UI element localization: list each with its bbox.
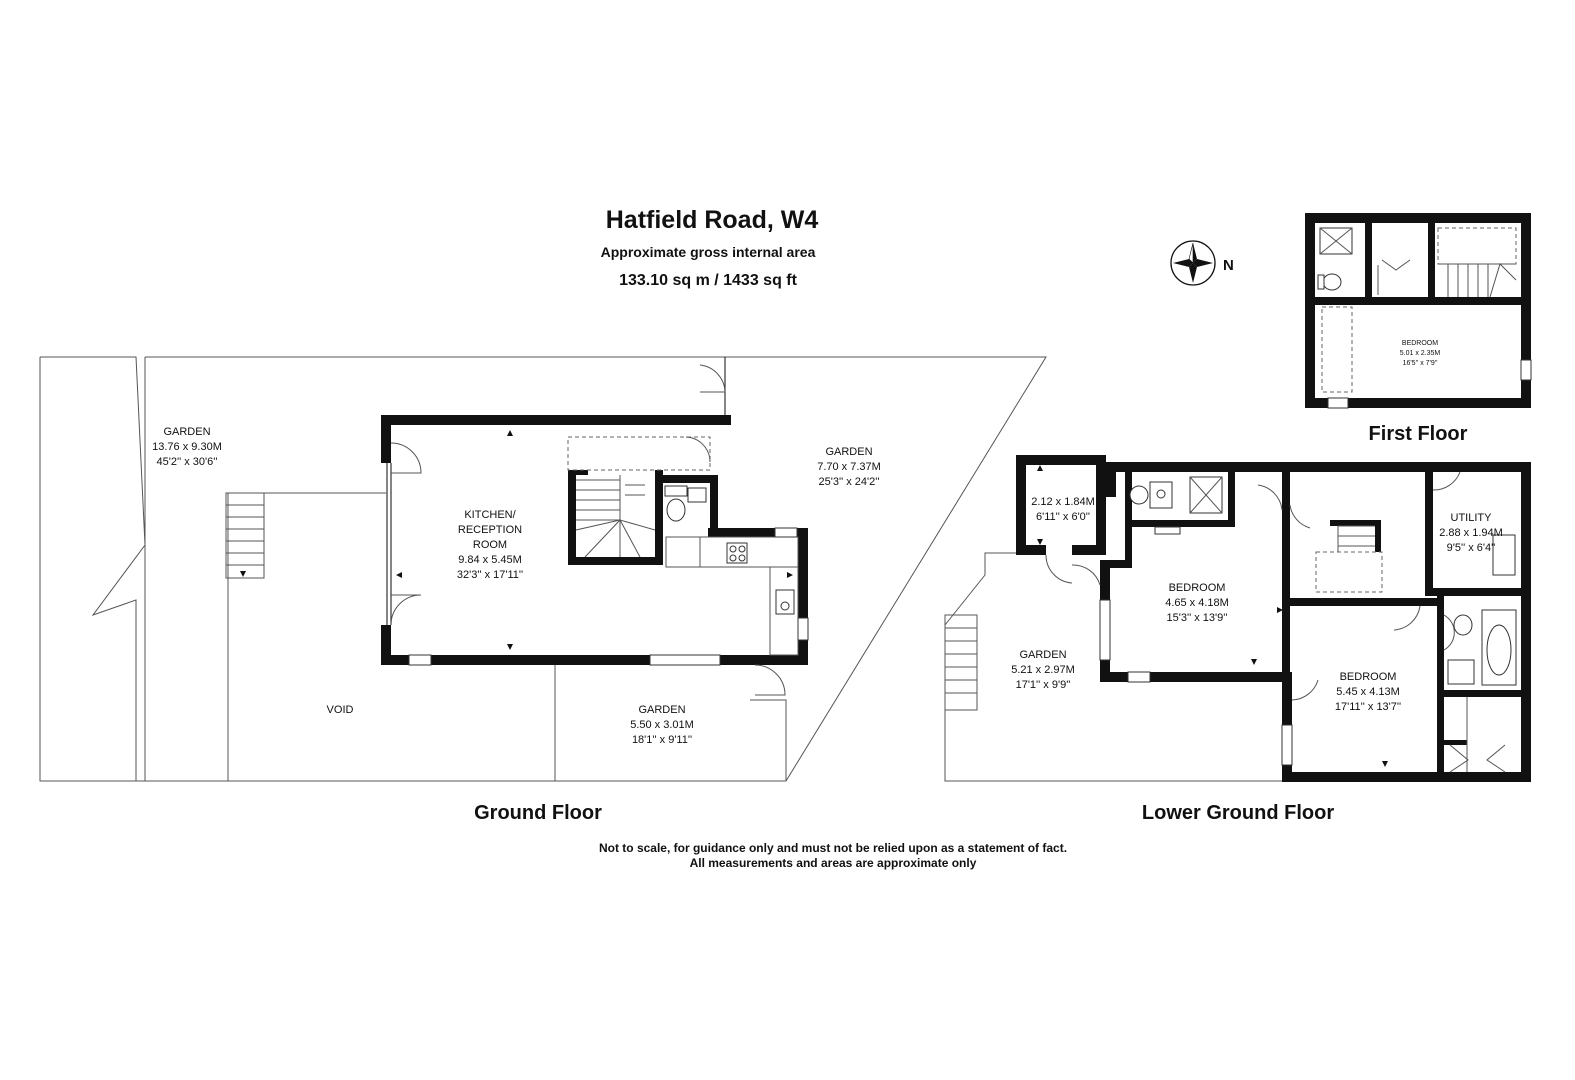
plan-subtitle: Approximate gross internal area: [601, 244, 816, 260]
room-name: UTILITY: [1451, 512, 1493, 524]
room-metric: 5.01 x 2.35M: [1400, 350, 1441, 357]
room-imperial: 16'5'' x 7'9'': [1403, 360, 1438, 367]
room-name: GARDEN: [825, 446, 872, 458]
room-name: ROOM: [473, 539, 507, 551]
room-name: BEDROOM: [1340, 671, 1397, 683]
room-imperial: 25'3'' x 24'2'': [819, 476, 880, 488]
ground-internal-stairs: [575, 475, 656, 558]
room-name: BEDROOM: [1169, 582, 1226, 594]
compass-icon: [1170, 240, 1216, 286]
disclaimer-line-1: Not to scale, for guidance only and must…: [599, 841, 1067, 855]
room-imperial: 9'5'' x 6'4'': [1447, 542, 1496, 554]
room-imperial: 32'3'' x 17'11'': [457, 569, 523, 581]
lower-ground-floor-plan: [944, 455, 1531, 782]
disclaimer-line-2: All measurements and areas are approxima…: [690, 856, 977, 870]
room-name: BEDROOM: [1402, 340, 1438, 347]
room-imperial: 15'3'' x 13'9'': [1167, 612, 1228, 624]
room-metric: 2.12 x 1.84M: [1031, 496, 1095, 508]
room-imperial: 17'1'' x 9'9'': [1016, 679, 1071, 691]
room-metric: 2.88 x 1.94M: [1439, 527, 1503, 539]
room-metric: 5.45 x 4.13M: [1336, 686, 1400, 698]
first-floor-plan: [1305, 213, 1532, 409]
floor-label-ground: Ground Floor: [474, 802, 602, 824]
room-metric: 7.70 x 7.37M: [817, 461, 881, 473]
room-metric: 4.65 x 4.18M: [1165, 597, 1229, 609]
room-imperial: 45'2'' x 30'6'': [157, 456, 218, 468]
compass-label: N: [1223, 257, 1234, 274]
room-name: GARDEN: [638, 704, 685, 716]
room-name: GARDEN: [163, 426, 210, 438]
room-imperial: 18'1'' x 9'11'': [632, 734, 692, 746]
room-metric: 13.76 x 9.30M: [152, 441, 222, 453]
ground-external-stairs: [225, 492, 265, 579]
room-imperial: 6'11'' x 6'0'': [1036, 511, 1090, 523]
gross-area: 133.10 sq m / 1433 sq ft: [619, 272, 798, 289]
room-metric: 5.21 x 2.97M: [1011, 664, 1075, 676]
room-name: RECEPTION: [458, 524, 522, 536]
room-metric: 9.84 x 5.45M: [458, 554, 522, 566]
room-name: VOID: [327, 704, 354, 716]
floor-label-lower-ground: Lower Ground Floor: [1142, 802, 1334, 824]
room-name: KITCHEN/: [464, 509, 516, 521]
room-imperial: 17'11'' x 13'7'': [1335, 701, 1401, 713]
floor-label-first: First Floor: [1369, 423, 1468, 445]
ground-floor-plan: [39, 356, 1047, 782]
room-name: GARDEN: [1019, 649, 1066, 661]
room-metric: 5.50 x 3.01M: [630, 719, 694, 731]
plan-title: Hatfield Road, W4: [606, 206, 819, 234]
